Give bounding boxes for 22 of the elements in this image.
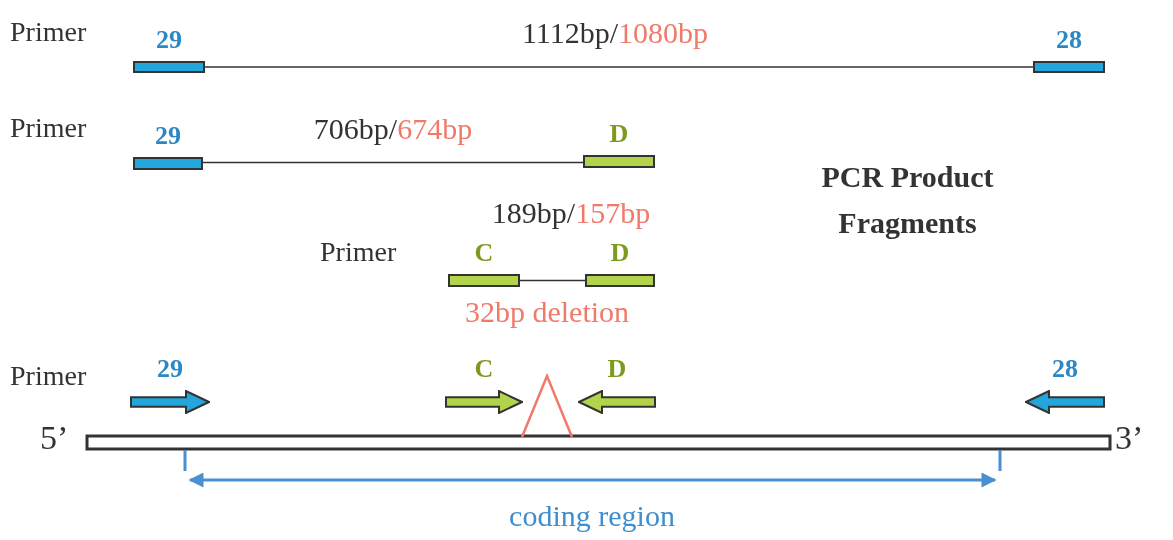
label-text: 32bp deletion xyxy=(464,296,630,328)
primer-name: 29 xyxy=(157,354,183,384)
primer-name: 28 xyxy=(1052,354,1078,384)
label-text: coding region xyxy=(509,500,675,532)
primer-name: D xyxy=(607,354,627,384)
primer-name: 28 xyxy=(1056,25,1082,55)
primer-name: C xyxy=(474,354,494,384)
title-text: PCR Product Fragments xyxy=(820,159,995,241)
label-text: Primer xyxy=(10,16,87,48)
primer-name: D xyxy=(609,119,629,149)
label-text: Primer xyxy=(10,360,87,392)
connector-line xyxy=(204,66,1034,68)
connector-line xyxy=(519,279,586,282)
label-text: Primer xyxy=(320,236,397,268)
primer-name: D xyxy=(610,238,630,268)
primer-name: 29 xyxy=(155,121,181,151)
label-text: Primer xyxy=(10,112,87,144)
primer-name: C xyxy=(474,238,494,268)
connector-line xyxy=(202,161,584,164)
strand-end-label: 3’ xyxy=(1115,422,1144,454)
strand-end-label: 5’ xyxy=(40,422,69,454)
primer-name: 29 xyxy=(156,25,182,55)
